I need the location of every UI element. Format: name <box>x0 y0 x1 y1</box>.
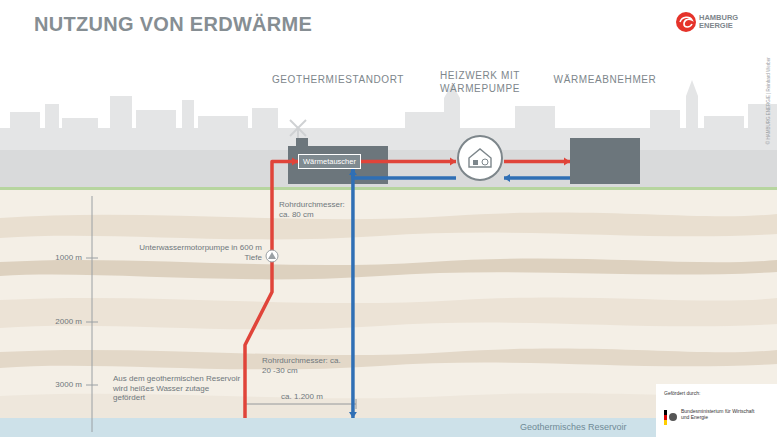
annotation: Rohrdurchmesser: ca. 20 -30 cm <box>262 356 348 375</box>
funder-panel <box>656 384 777 437</box>
annotation: Rohrdurchmesser: ca. 80 cm <box>279 200 353 219</box>
depth-label: 3000 m <box>38 380 82 390</box>
german-eagle-flag <box>664 410 677 425</box>
logo-text: HAMBURG ENERGIE <box>699 14 745 31</box>
logo-mark <box>676 12 696 32</box>
building-heading: WÄRMEABNEHMER <box>554 74 657 87</box>
diagram-title: NUTZUNG VON ERDWÄRME <box>34 12 312 36</box>
pipe <box>361 160 456 164</box>
arrow-head <box>349 169 357 175</box>
depth-label: 2000 m <box>38 317 82 327</box>
building: WÄRMEABNEHMER <box>570 138 640 184</box>
annotation: Unterwassermotorpumpe in 600 m Tiefe <box>136 243 262 262</box>
grass-line <box>0 187 777 190</box>
pipe <box>353 169 456 178</box>
depth-axis <box>86 196 98 432</box>
pump-symbol <box>268 252 276 259</box>
reservoir-label: Geothermisches Reservoir <box>520 422 627 433</box>
earth-layer <box>0 213 777 240</box>
arrow-head <box>450 158 456 166</box>
house-icon <box>469 149 491 167</box>
earth-layer <box>0 259 777 280</box>
earth-layer <box>0 297 777 329</box>
ground-surface <box>0 150 777 188</box>
chimney <box>296 138 308 146</box>
earth <box>0 190 777 418</box>
building: GEOTHERMIESTANDORTWärmetauscher <box>288 146 388 184</box>
earth-layer <box>0 349 777 370</box>
annotation: Gefördert durch: <box>664 390 764 396</box>
copyright-note: © HAMBURG ENERGIE | Reinhard Werber <box>766 51 771 151</box>
arrow-head <box>504 174 510 182</box>
building-heading: GEOTHERMIESTANDORT <box>272 74 404 87</box>
depth-label: 1000 m <box>38 253 82 263</box>
circle-shape <box>458 136 502 180</box>
pipe <box>504 176 570 180</box>
box-label: Wärmetauscher <box>303 157 356 166</box>
pipe <box>245 162 298 419</box>
annotation: ca. 1.200 m <box>272 392 332 402</box>
annotation: Aus dem geothermischen Reservoir wird he… <box>113 374 241 403</box>
circle-outline <box>456 134 504 182</box>
plant-circle: HEIZWERK MIT WÄRMEPUMPE <box>456 134 504 182</box>
heat-exchanger-box: Wärmetauscher <box>298 154 361 169</box>
pump-symbol <box>266 250 278 262</box>
skyline <box>0 80 777 152</box>
logo-swirl <box>680 17 692 27</box>
reservoir-band: Geothermisches Reservoir <box>0 418 650 437</box>
pump-icon <box>473 160 478 165</box>
pipe <box>351 169 355 418</box>
arrow-head <box>349 412 357 418</box>
pipe <box>504 160 570 164</box>
building-heading: HEIZWERK MIT WÄRMEPUMPE <box>421 70 539 95</box>
gauge-icon <box>482 159 488 165</box>
annotation: Bundesministerium für Wirtschaft und Ene… <box>681 408 761 420</box>
